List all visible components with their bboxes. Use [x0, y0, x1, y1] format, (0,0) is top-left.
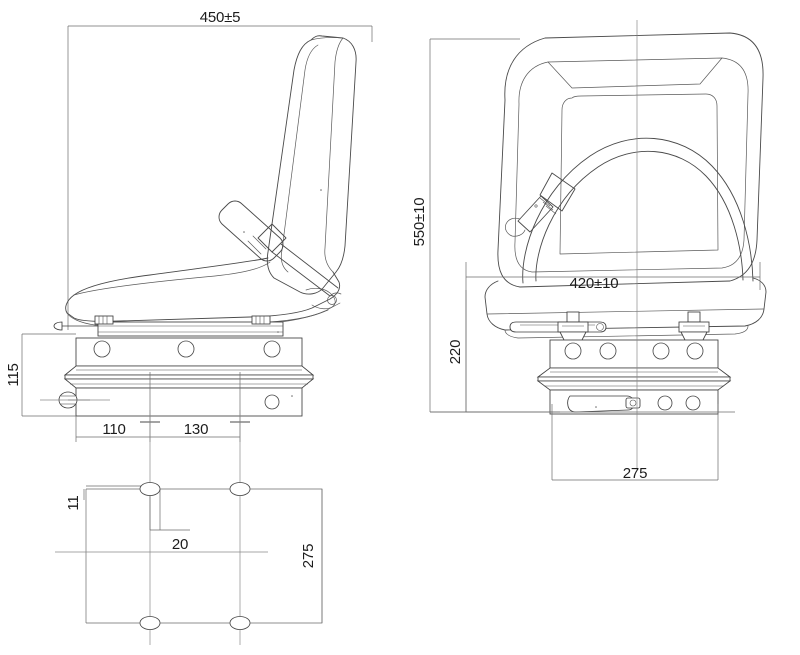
belt-arc-inner — [535, 150, 744, 282]
weight-adjust-indicator — [567, 395, 635, 413]
dim-label-11: 11 — [65, 495, 82, 510]
front-suspension-lower-housing — [549, 389, 719, 415]
front-hole-2 — [599, 342, 617, 360]
dimension-base-width-275: 275 — [551, 404, 719, 482]
dim-label-220: 220 — [447, 340, 464, 364]
suspension-bellows — [63, 365, 315, 389]
bellows-gap-1 — [64, 374, 314, 380]
front-hole-1 — [564, 342, 582, 360]
belt-strap-end — [329, 292, 342, 297]
backrest-center-panel — [559, 93, 719, 255]
front-hole-4 — [686, 342, 704, 360]
suspension-upper-housing — [75, 337, 303, 367]
lever-grip-lines — [247, 235, 267, 255]
backrest-outer-shell — [497, 32, 764, 288]
dim-label-115: 115 — [5, 363, 22, 386]
belt-strap — [271, 243, 339, 297]
front-lower-hole-2 — [685, 395, 701, 411]
dim-label-20: 20 — [172, 536, 188, 553]
dimension-bolt-spacing-275: 275 — [300, 489, 323, 623]
side-view: 115 110 130 — [5, 25, 373, 645]
front-view: 550±10 420± — [411, 20, 767, 482]
front-lower-hole-1 — [657, 395, 673, 411]
belt-arc-outer — [522, 137, 754, 284]
dimension-base-height-115: 115 — [5, 333, 76, 417]
bellows-fold-2 — [63, 378, 315, 389]
dim-label-420: 420±10 — [570, 275, 619, 292]
rail-body — [97, 321, 284, 337]
housing-hole-3 — [263, 340, 281, 358]
front-belt-buckle — [505, 172, 576, 237]
backrest-inner-bolster — [514, 57, 749, 273]
dim-label-110: 110 — [102, 421, 125, 438]
front-suspension-bellows — [536, 367, 732, 391]
suspension-lower-housing — [40, 387, 303, 417]
dimension-overall-depth — [67, 25, 373, 330]
rail-bolt-right — [251, 315, 271, 325]
dim-label-275-right: 275 — [623, 465, 647, 482]
belt-lever-assembly — [218, 200, 342, 297]
front-cushion-base-seam — [504, 325, 749, 339]
lower-housing-body — [75, 387, 303, 417]
dim-label-550: 550±10 — [411, 198, 428, 247]
front-mount-bolt-right — [678, 311, 710, 343]
front-mount-bolt-left — [557, 311, 589, 343]
front-cushion-seam — [486, 308, 765, 315]
lever-handle — [218, 200, 284, 262]
mount-hole-top-right — [229, 482, 251, 496]
rail-bolt-left — [94, 315, 114, 325]
dimension-overall-height-550: 550±10 — [411, 38, 520, 413]
lever-center-mark — [243, 231, 245, 233]
mount-hole-bottom-right — [229, 616, 251, 630]
lower-housing-hole — [264, 394, 280, 410]
front-suspension-upper-housing — [549, 339, 719, 369]
buckle-loop — [505, 217, 526, 237]
seat-cushion-top-seam — [73, 261, 271, 296]
adjust-knob-front — [625, 397, 641, 409]
dim-label-130: 130 — [184, 421, 208, 438]
backrest-center-mark — [320, 189, 322, 191]
buckle-body — [539, 172, 576, 212]
backrest-top-seam — [547, 57, 723, 89]
bellows-fold-1 — [63, 365, 315, 376]
dim-label-450: 450±5 — [200, 9, 241, 26]
recliner-bracket — [305, 287, 336, 310]
front-hole-3 — [652, 342, 670, 360]
mount-hole-bottom-left — [139, 616, 161, 630]
housing-hole-2 — [177, 340, 195, 358]
release-rod-knob — [53, 321, 63, 331]
dim-label-275-left: 275 — [300, 544, 317, 568]
buckle-tongue — [517, 195, 554, 233]
pivot-bolt — [327, 295, 337, 305]
seat-back-inner-line — [280, 44, 319, 273]
front-upper-housing — [549, 339, 719, 369]
front-seat-cushion — [484, 277, 767, 331]
handle-pivot — [596, 323, 604, 331]
seat-back-top-seam — [310, 37, 344, 41]
mount-hole-top-left — [139, 482, 161, 496]
housing-hole-1 — [93, 340, 111, 358]
bottom-mounting-plan: 11 20 275 — [55, 482, 323, 630]
lever-collar — [257, 223, 287, 253]
slide-rail — [53, 315, 284, 337]
seat-back-side-panel-line — [324, 37, 344, 273]
